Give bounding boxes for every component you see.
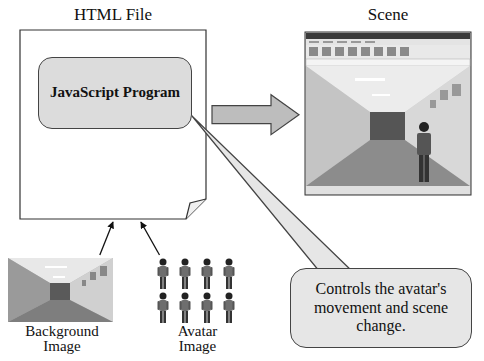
block-arrow bbox=[212, 95, 299, 135]
callout-bubble: Controls the avatar's movement and scene… bbox=[290, 268, 472, 348]
html-file: HTML FileJavaScript Program bbox=[20, 5, 206, 219]
background-photo bbox=[8, 258, 113, 322]
avatar-image: Avatar Image bbox=[150, 258, 245, 357]
caption-text: Background Image bbox=[12, 324, 112, 354]
callout-pointer bbox=[192, 116, 352, 271]
scene-screenshot bbox=[305, 32, 471, 195]
page-fold bbox=[186, 199, 206, 219]
scene-view: Scene bbox=[305, 5, 471, 197]
html-page-outline bbox=[20, 30, 206, 219]
label-text: JavaScript Program bbox=[50, 84, 180, 101]
program-box: JavaScript Program bbox=[38, 57, 192, 129]
heading-text: Scene bbox=[305, 5, 471, 25]
heading-text: HTML File bbox=[20, 5, 206, 25]
caption-text: Avatar Image bbox=[163, 324, 233, 354]
label-text: Controls the avatar's movement and scene… bbox=[301, 280, 461, 335]
avatar-figures bbox=[158, 259, 235, 324]
background-image: Background Image bbox=[8, 258, 116, 357]
input-arrow bbox=[141, 222, 160, 255]
input-arrow bbox=[100, 222, 113, 255]
